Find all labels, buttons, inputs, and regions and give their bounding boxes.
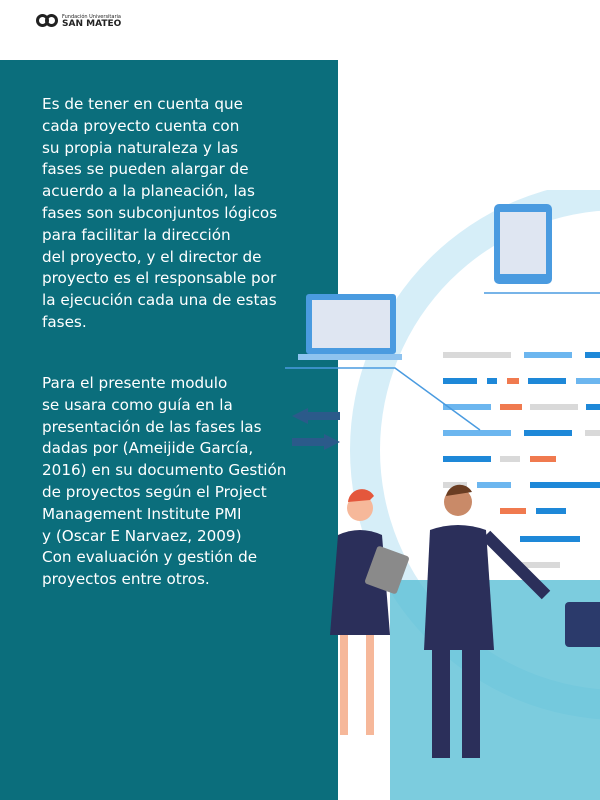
arrows-icon <box>292 408 340 450</box>
connector-lines <box>285 292 600 431</box>
laptop-icon <box>298 294 402 360</box>
gantt-bars <box>443 352 600 568</box>
logo-line2: SAN MATEO <box>62 19 122 29</box>
man-figure <box>424 484 551 758</box>
paragraph-2: Para el presente modulo se usara como gu… <box>42 374 287 589</box>
text-panel <box>0 60 338 800</box>
paragraph-1: Es de tener en cuenta que cada proyecto … <box>42 95 278 331</box>
logo-line1: Fundación Universitaria <box>62 14 121 20</box>
logo-icon <box>36 14 58 30</box>
header: Fundación Universitaria SAN MATEO <box>0 0 600 60</box>
screen-icon <box>565 602 600 647</box>
logo: Fundación Universitaria SAN MATEO <box>36 14 121 30</box>
tablet-icon <box>494 204 552 284</box>
project-management-illustration <box>285 190 600 800</box>
woman-figure <box>330 489 409 735</box>
